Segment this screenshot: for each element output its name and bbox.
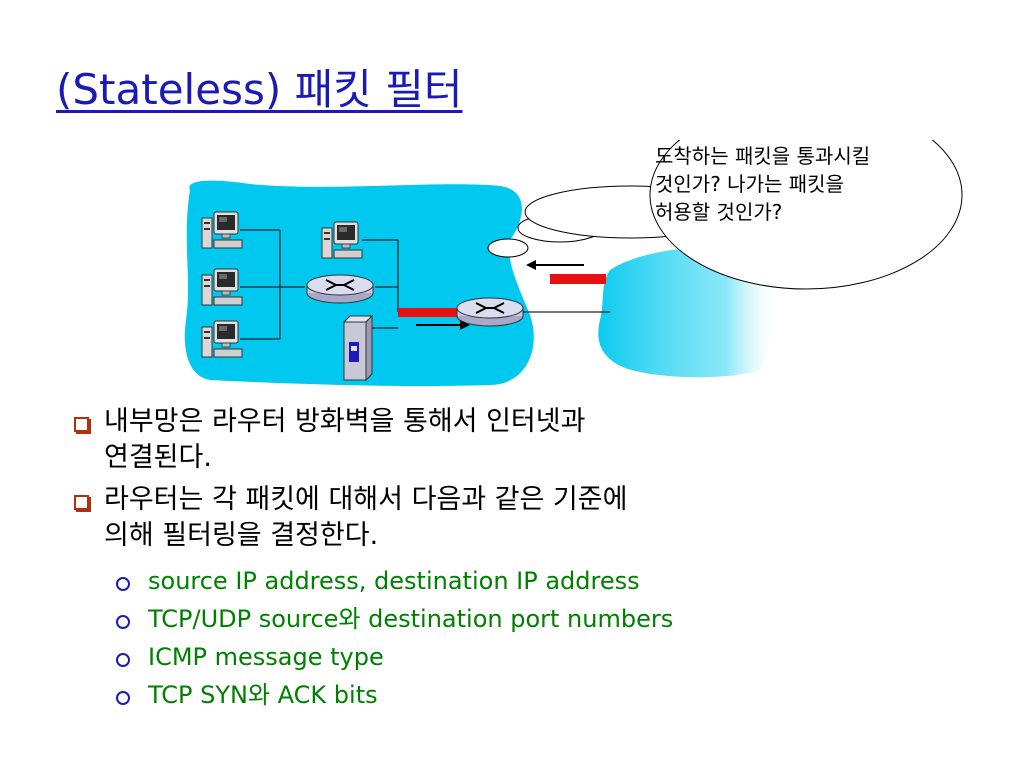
circle-bullet-icon <box>116 653 130 667</box>
bubble-line: 도착하는 패킷을 통과시킬 <box>655 144 871 168</box>
square-bullet-icon <box>74 417 89 432</box>
square-bullet-icon <box>74 495 89 510</box>
sub-bullet-text: ICMP message type <box>148 643 384 671</box>
bullet-list: 내부망은 라우터 방화벽을 통해서 인터넷과 연결된다. 라우터는 각 패킷에 … <box>70 404 970 560</box>
sub-bullet-item: ICMP message type <box>114 638 1014 676</box>
thought-bubble-text: 도착하는 패킷을 통과시킬 것인가? 나가는 패킷을 허용할 것인가? <box>655 142 960 226</box>
packet-icon <box>398 308 460 317</box>
circle-bullet-icon <box>116 577 130 591</box>
bullet-item: 라우터는 각 패킷에 대해서 다음과 같은 기준에 의해 필터링을 결정한다. <box>70 482 970 554</box>
bubble-line: 것인가? 나가는 패킷을 <box>655 172 844 196</box>
sub-bullet-text: source IP address, destination IP addres… <box>148 567 640 595</box>
arrow-icon <box>416 320 470 330</box>
bullet-item: 내부망은 라우터 방화벽을 통해서 인터넷과 연결된다. <box>70 404 970 476</box>
router-icon <box>456 297 524 327</box>
sub-bullet-text: TCP/UDP source와 destination port numbers <box>148 605 674 633</box>
sub-bullet-text: TCP SYN와 ACK bits <box>148 681 378 709</box>
circle-bullet-icon <box>116 615 130 629</box>
bullet-line: 라우터는 각 패킷에 대해서 다음과 같은 기준에 <box>104 484 628 515</box>
page-title: (Stateless) 패킷 필터 <box>56 65 463 114</box>
sub-bullet-item: TCP/UDP source와 destination port numbers <box>114 600 1014 638</box>
firewall-device-icon <box>342 314 374 382</box>
sub-bullet-list: source IP address, destination IP addres… <box>70 562 1014 714</box>
circle-bullet-icon <box>116 691 130 705</box>
sub-bullet-item: source IP address, destination IP addres… <box>114 562 1014 600</box>
packet-icon <box>550 274 606 284</box>
arrow-icon <box>526 260 584 270</box>
sub-bullet-item: TCP SYN와 ACK bits <box>114 676 1014 714</box>
bubble-line: 허용할 것인가? <box>655 200 783 224</box>
router-icon <box>306 274 374 304</box>
network-diagram <box>184 140 963 387</box>
bullet-line: 연결된다. <box>104 442 212 473</box>
bullet-line: 내부망은 라우터 방화벽을 통해서 인터넷과 <box>104 406 586 437</box>
bullet-line: 의해 필터링을 결정한다. <box>104 520 379 551</box>
